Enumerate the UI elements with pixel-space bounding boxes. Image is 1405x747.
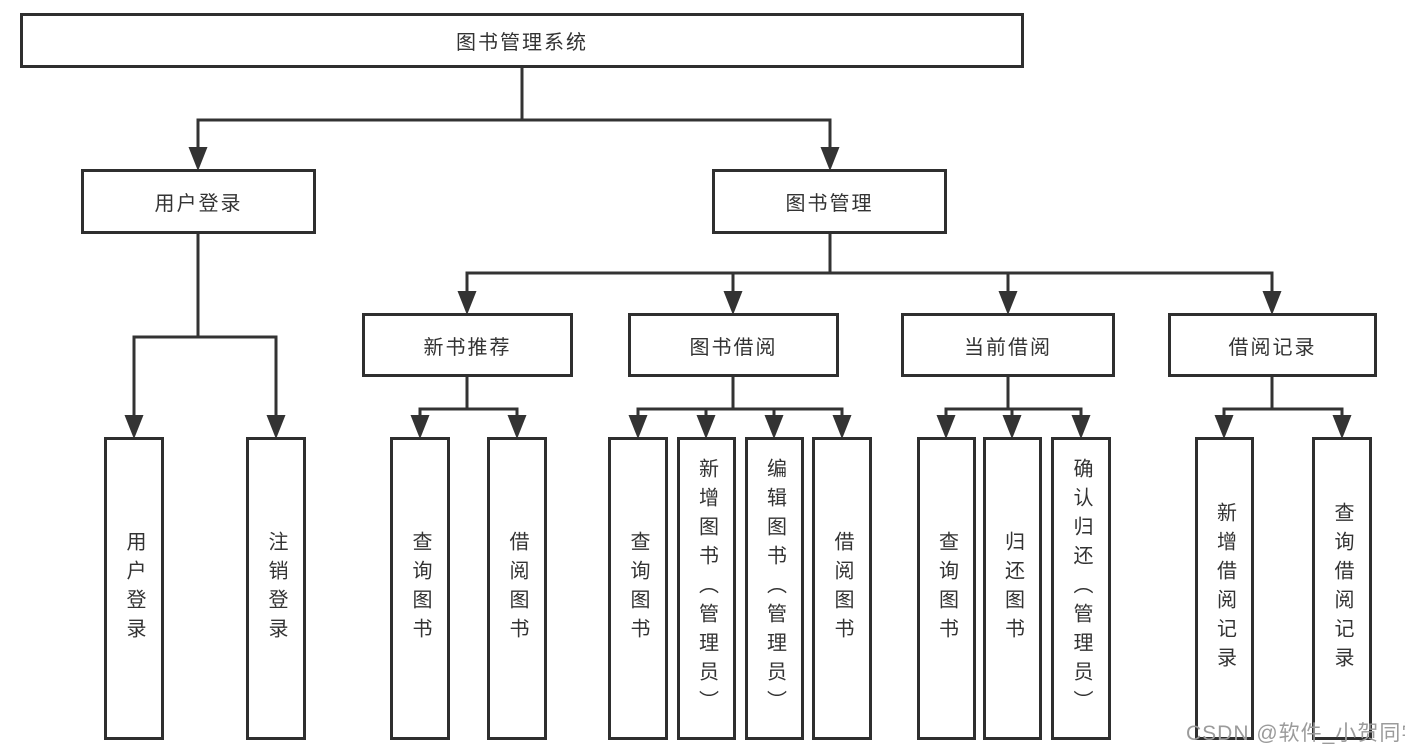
- leaf-label: 用户登录: [123, 530, 145, 647]
- node-leaf-query-book-1: 查询图书: [390, 437, 450, 740]
- leaf-label: 新增借阅记录: [1213, 501, 1236, 676]
- node-leaf-query-book-2: 查询图书: [608, 437, 668, 740]
- arrow-icon: [507, 415, 527, 439]
- arrow-icon: [998, 291, 1018, 315]
- leaf-label: 查询图书: [409, 530, 431, 647]
- arrow-icon: [1071, 415, 1091, 439]
- arrow-icon: [628, 415, 648, 439]
- arrow-icon: [1002, 415, 1022, 439]
- leaf-label: 查询借阅记录: [1331, 501, 1353, 676]
- leaf-label: 注销登录: [265, 530, 287, 647]
- arrow-icon: [457, 291, 477, 315]
- node-leaf-confirm-return-admin: 确认归还（管理员）: [1051, 437, 1111, 740]
- arrow-icon: [764, 415, 784, 439]
- connector-borrow-record-children: [1222, 375, 1344, 430]
- leaf-label: 借阅图书: [506, 530, 528, 647]
- node-leaf-edit-book-admin: 编辑图书（管理员）: [745, 437, 804, 740]
- arrow-icon: [820, 147, 840, 171]
- connector-user-login-children: [132, 232, 278, 430]
- leaf-label: 新增图书（管理员）: [695, 458, 718, 719]
- arrow-icon: [1214, 415, 1234, 439]
- node-borrow-record: 借阅记录: [1168, 313, 1377, 377]
- arrow-icon: [266, 415, 286, 439]
- leaf-label: 确认归还（管理员）: [1070, 458, 1092, 719]
- node-leaf-return-book: 归还图书: [983, 437, 1042, 740]
- connector-root-to-level2: [196, 66, 832, 160]
- node-leaf-user-login: 用户登录: [104, 437, 164, 740]
- connector-book-mgmt-children: [465, 232, 1274, 306]
- leaf-label: 编辑图书（管理员）: [763, 458, 786, 719]
- node-library-management-system: 图书管理系统: [20, 13, 1024, 68]
- node-new-book-recommend: 新书推荐: [362, 313, 573, 377]
- leaf-label: 借阅图书: [831, 530, 853, 647]
- arrow-icon: [696, 415, 716, 439]
- arrow-icon: [832, 415, 852, 439]
- arrow-icon: [124, 415, 144, 439]
- arrow-icon: [1332, 415, 1352, 439]
- node-leaf-borrow-book-1: 借阅图书: [487, 437, 547, 740]
- leaf-label: 查询图书: [935, 530, 958, 647]
- arrow-icon: [410, 415, 430, 439]
- arrowheads: [124, 147, 1352, 439]
- watermark: CSDN @软件_小贺同学: [1186, 722, 1405, 745]
- connector-new-book-children: [418, 375, 519, 430]
- leaf-label: 归还图书: [1001, 530, 1024, 647]
- node-book-management: 图书管理: [712, 169, 947, 234]
- node-book-borrow: 图书借阅: [628, 313, 839, 377]
- node-leaf-logout: 注销登录: [246, 437, 306, 740]
- leaf-label: 查询图书: [627, 530, 649, 647]
- arrow-icon: [723, 291, 743, 315]
- node-leaf-query-book-3: 查询图书: [917, 437, 976, 740]
- arrow-icon: [936, 415, 956, 439]
- node-current-borrow: 当前借阅: [901, 313, 1115, 377]
- arrow-icon: [1262, 291, 1282, 315]
- connector-book-borrow-children: [636, 375, 844, 430]
- node-leaf-query-borrow-record: 查询借阅记录: [1312, 437, 1372, 740]
- arrow-icon: [188, 147, 208, 171]
- node-leaf-add-borrow-record: 新增借阅记录: [1195, 437, 1254, 740]
- node-user-login: 用户登录: [81, 169, 316, 234]
- node-leaf-borrow-book-2: 借阅图书: [812, 437, 872, 740]
- node-leaf-add-book-admin: 新增图书（管理员）: [677, 437, 736, 740]
